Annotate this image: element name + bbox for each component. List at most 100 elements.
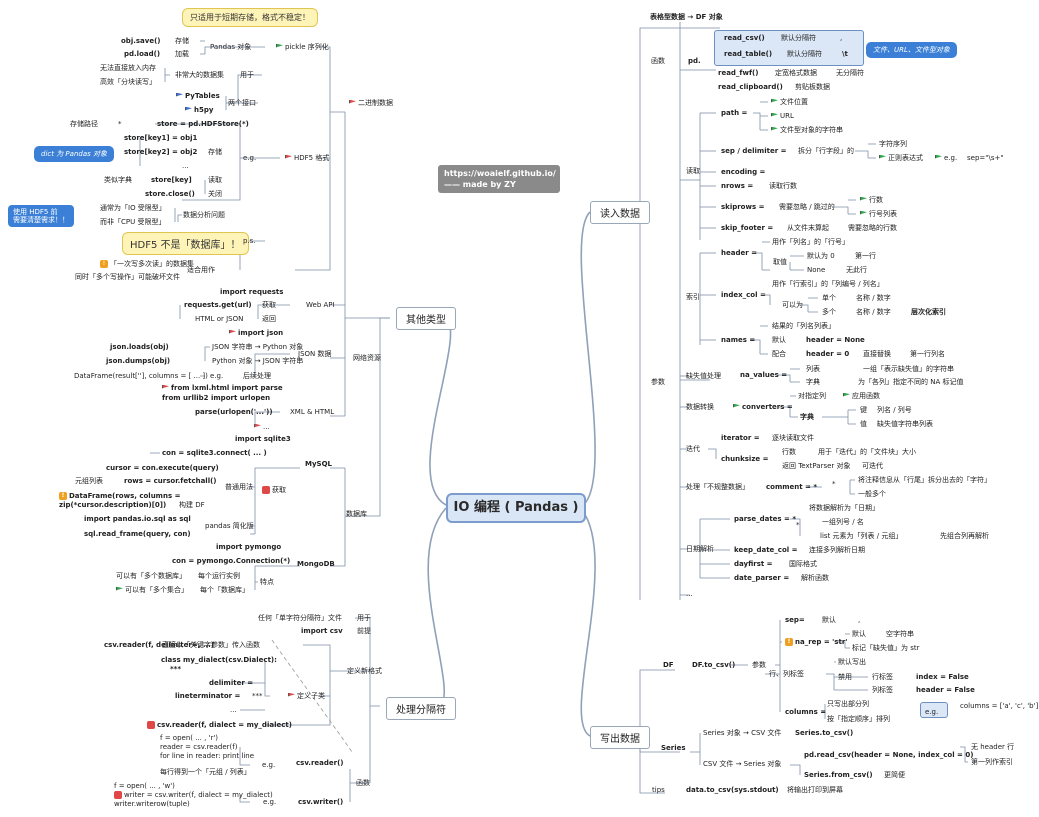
label-text: converters = [742, 403, 793, 411]
right-label-107: , [858, 616, 860, 625]
right-label-26: nrows = [721, 182, 753, 191]
left-label-12: 两个接口 [228, 99, 256, 108]
right-label-73: 值 [860, 420, 867, 429]
green-flag-icon [860, 210, 867, 215]
label-text: 一组列号 / 名 [822, 518, 864, 526]
label-text: requests.get(url) [184, 301, 252, 309]
left-label-20: e.g. [243, 154, 256, 163]
connector [580, 211, 596, 507]
label-text: 构建 DF [179, 501, 205, 509]
left-label-43: JSON 字符串 → Python 对象 [212, 343, 303, 352]
right-label-112: 行、列标签 [769, 670, 804, 679]
left-label-49: JSON 数据 [298, 350, 331, 359]
label-text: 函数 [651, 57, 665, 65]
label-text: 从文件末算起 [787, 224, 829, 232]
right-label-18: 文件型对象的字符串 [771, 126, 843, 135]
label-text: 行号列表 [869, 210, 897, 218]
connector [225, 96, 258, 110]
label-text: 正则表达式 [888, 154, 923, 162]
topic-other-types[interactable]: 其他类型 [396, 307, 456, 330]
label-text: writer.writerow(tuple) [114, 800, 190, 808]
left-label-19: 存储 [208, 148, 222, 157]
label-text: 标记「缺失值」为 str [852, 644, 920, 652]
label-text: 参数 [651, 378, 665, 386]
right-label-53: 结果的「列名列表」 [772, 322, 835, 331]
label-text: 获取 [272, 486, 286, 494]
label-text: 名称 / 数字 [856, 308, 891, 316]
label-text: chunksize = [721, 455, 769, 463]
label-text: 通常为「IO 受限型」 [100, 204, 166, 212]
left-label-40: Web API [306, 301, 335, 310]
label-text: 应用函数 [852, 392, 880, 400]
left-label-4: Pandas 对象 [210, 43, 251, 52]
right-label-123: columns = ['a', 'c', 'b'] [960, 702, 1038, 711]
connector [164, 68, 262, 103]
left-label-83: csv.reader(f, delimiter=, ...) [104, 641, 214, 650]
left-label-38: HTML or JSON [195, 315, 243, 324]
green-flag-icon [860, 196, 867, 201]
left-label-78: MongoDB [297, 560, 335, 569]
left-label-67: pandas 简化版 [205, 522, 254, 531]
right-label-35: 参数 [651, 378, 665, 387]
label-text: 直接替换 [863, 350, 891, 358]
warning-badge-icon: ! [59, 492, 67, 500]
label-text: 值 [860, 420, 867, 428]
label-text: pd. [688, 57, 701, 65]
label-text: e.g. [243, 154, 257, 162]
left-label-9: 用于 [240, 71, 254, 80]
label-text: dayfirst = [734, 560, 773, 568]
label-text: 日期解析 [686, 545, 714, 553]
right-label-120: 只写出部分列 [827, 700, 869, 709]
left-label-59: rows = cursor.fetchall() [124, 477, 217, 486]
right-label-82: 可迭代 [862, 462, 883, 471]
right-label-71: 键 [860, 406, 867, 415]
topic-delimiter[interactable]: 处理分隔符 [386, 697, 456, 720]
right-label-96: 连接多列解析日期 [809, 546, 865, 555]
right-label-4: 默认分隔符 [781, 34, 816, 43]
label-text: 行标签 [872, 673, 893, 681]
right-label-80: 用于「迭代」的「文件块」大小 [818, 448, 916, 457]
left-label-73: 可以有「多个数据库」 [116, 572, 186, 581]
label-text: 前提 [357, 627, 371, 635]
connector [330, 304, 346, 417]
left-label-50: 网络资源 [353, 354, 381, 363]
right-label-1: 函数 [651, 57, 665, 66]
topic-write-data[interactable]: 写出数据 [590, 726, 650, 749]
left-label-81: import csv [301, 627, 343, 636]
label-text: date_parser = [734, 574, 790, 582]
dashed-relation-connector [271, 639, 353, 753]
right-label-118: header = False [916, 686, 975, 695]
label-text: iterator = [721, 434, 760, 442]
label-text: e.g. [262, 761, 276, 769]
red-flag-icon [349, 99, 356, 104]
topic-read-data[interactable]: 读入数据 [590, 201, 650, 224]
label-text: read_table() [724, 50, 773, 58]
right-label-19: sep / delimiter = [721, 147, 786, 156]
label-text: Series [661, 744, 686, 752]
right-label-127: CSV 文件 → Series 对象 [703, 760, 781, 769]
right-label-29: 需要忽略 / 跳过的 [779, 203, 835, 212]
label-text: ... [686, 590, 693, 598]
left-label-71: import pymongo [216, 543, 281, 552]
label-text: 定义子类 [297, 692, 325, 700]
connector [778, 395, 856, 425]
label-text: json.loads(obj) [110, 343, 169, 351]
connector [690, 733, 968, 775]
left-label-46: DataFrame(result[''], columns = [ ... ]) [74, 372, 208, 381]
label-text: HTML or JSON [195, 315, 244, 323]
label-text: MongoDB [297, 560, 335, 568]
left-label-21: HDF5 格式 [285, 154, 329, 163]
label-text: csv.reader(f, delimiter=, ...) [104, 641, 214, 649]
right-label-72: 列名 / 列号 [877, 406, 912, 415]
right-label-70: 字典 [800, 413, 814, 422]
label-text: writer = csv.writer(f, dialect = my_dial… [124, 791, 273, 799]
right-label-17: URL [771, 112, 794, 121]
label-text: 需要忽略的行数 [848, 224, 897, 232]
left-label-69: MySQL [305, 460, 332, 469]
connector [179, 304, 290, 319]
right-label-119: columns = [785, 708, 826, 717]
central-topic[interactable]: IO 编程 ( Pandas ) [446, 493, 586, 523]
connector [755, 241, 804, 271]
label-text: store[key] [151, 176, 192, 184]
